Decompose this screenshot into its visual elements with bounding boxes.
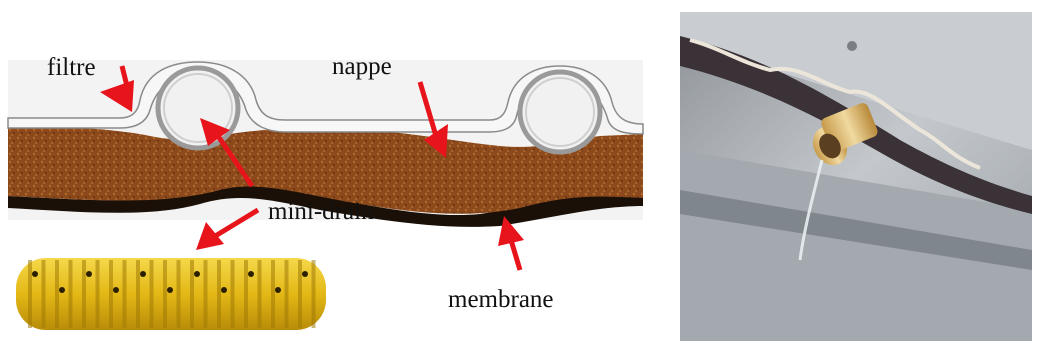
pipe-rib: [204, 260, 208, 328]
pipe-rib: [231, 260, 235, 328]
pipe-hole: [59, 287, 65, 293]
mini-drain-pipe-1: [158, 68, 238, 148]
pipe-rib: [55, 260, 59, 328]
pipe-rib: [42, 260, 46, 328]
mini-drain-pipe-2: [520, 72, 600, 152]
label-filtre: filtre: [47, 55, 96, 80]
pipe-rib: [258, 260, 262, 328]
pipe-rib: [96, 260, 100, 328]
pipe-hole: [86, 271, 92, 277]
installation-photo: [680, 12, 1032, 341]
pipe-rib: [190, 260, 194, 328]
pipe-hole: [248, 271, 254, 277]
pipe-rib: [312, 260, 316, 328]
pipe-rib: [177, 260, 181, 328]
pipe-rib: [109, 260, 113, 328]
pipe-rib: [285, 260, 289, 328]
pipe-hole: [113, 287, 119, 293]
pipe-hole: [32, 271, 38, 277]
pipe-hole: [275, 287, 281, 293]
pipe-rib: [150, 260, 154, 328]
pipe-rib: [123, 260, 127, 328]
pipe-hole: [167, 287, 173, 293]
pipe-hole: [302, 271, 308, 277]
pipe-rib: [298, 260, 302, 328]
pipe-rib: [244, 260, 248, 328]
pipe-hole: [194, 271, 200, 277]
pipe-rib: [136, 260, 140, 328]
pipe-rib: [217, 260, 221, 328]
label-nappe: nappe: [332, 54, 392, 79]
pipe-rib: [163, 260, 167, 328]
pipe-rib: [69, 260, 73, 328]
pipe-hole: [221, 287, 227, 293]
pipe-rib: [82, 260, 86, 328]
pipe-rib: [271, 260, 275, 328]
pipe-hole: [140, 271, 146, 277]
label-mini-drain: mini-drain: [268, 199, 374, 224]
label-membrane: membrane: [448, 287, 554, 312]
pipe-rib: [28, 260, 32, 328]
corrugated-pipe-icon: [16, 258, 326, 330]
